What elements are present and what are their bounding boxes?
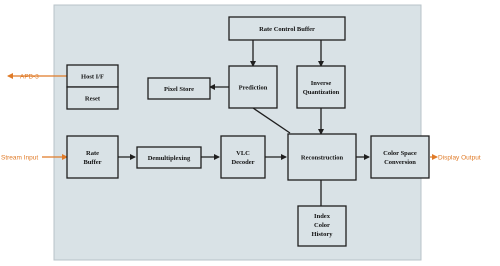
vlc-decoder-label-1: VLC <box>236 150 250 157</box>
pixel-store-label: Pixel Store <box>164 86 194 93</box>
index-color-history-label-3: History <box>312 231 334 238</box>
reconstruction-block: Reconstruction <box>287 133 357 181</box>
decoder-panel <box>53 4 422 261</box>
pixel-store-block: Pixel Store <box>147 77 211 100</box>
index-color-history-label-1: Index <box>314 213 331 220</box>
stream-input-label: Stream Input <box>1 155 38 162</box>
prediction-label: Prediction <box>239 85 268 92</box>
line-reconstruction-to-prediction <box>252 107 291 134</box>
inverse-quantization-label-1: Inverse <box>311 80 332 87</box>
color-space-conversion-label-1: Color Space <box>383 150 417 157</box>
rate-buffer-block: Rate Buffer <box>66 135 119 179</box>
demultiplexing-label: Demultiplexing <box>148 155 191 162</box>
rate-control-buffer-block: Rate Control Buffer <box>228 16 346 41</box>
color-space-conversion-block: Color Space Conversion <box>370 135 430 179</box>
demultiplexing-block: Demultiplexing <box>136 146 202 169</box>
reset-label: Reset <box>85 96 101 103</box>
inverse-quantization-label-2: Quantization <box>303 89 340 96</box>
reconstruction-label: Reconstruction <box>301 155 344 162</box>
rate-control-buffer-label: Rate Control Buffer <box>259 26 315 33</box>
inverse-quantization-block: Inverse Quantization <box>296 65 346 109</box>
connections <box>118 40 370 206</box>
prediction-block: Prediction <box>228 65 278 109</box>
rate-buffer-label-1: Rate <box>86 150 99 157</box>
apb-label: APB-3 <box>20 74 39 81</box>
color-space-conversion-label-2: Conversion <box>384 159 416 166</box>
host-if-label: Host I/F <box>81 74 104 81</box>
host-if-block: Host I/F <box>66 64 119 88</box>
external-signals: APB-3 Stream Input Display Output <box>1 73 481 162</box>
index-color-history-block: Index Color History <box>297 205 347 247</box>
vlc-decoder-label-2: Decoder <box>231 159 254 166</box>
display-output-label: Display Output <box>438 155 481 162</box>
vlc-decoder-block: VLC Decoder <box>220 135 266 179</box>
index-color-history-label-2: Color <box>314 222 330 229</box>
reset-block: Reset <box>66 86 119 110</box>
rate-buffer-label-2: Buffer <box>83 159 101 166</box>
